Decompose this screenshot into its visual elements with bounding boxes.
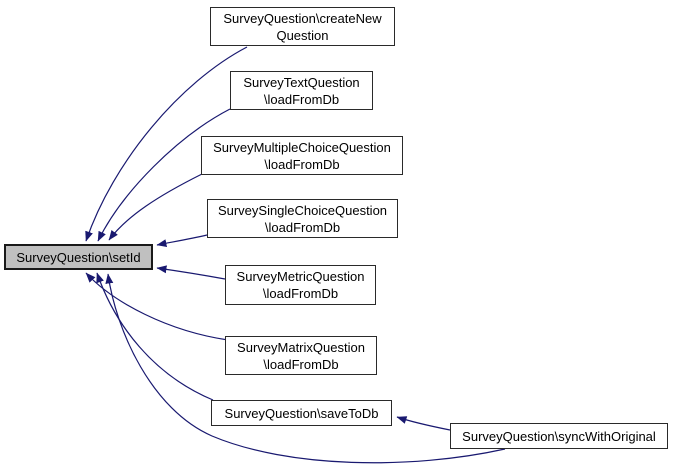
edge-savetodb-to-setid	[96, 272, 214, 401]
node-surveysinglechoicequestion-loadfromdb[interactable]: SurveySingleChoiceQuestion \loadFromDb	[207, 199, 398, 238]
node-surveyquestion-syncwithoriginal[interactable]: SurveyQuestion\syncWithOriginal	[450, 423, 668, 449]
edge-syncwithoriginal-to-setid	[105, 273, 506, 464]
node-surveymultiplechoicequestion-loadfromdb[interactable]: SurveyMultipleChoiceQuestion \loadFromDb	[201, 136, 403, 175]
edge-createnewquestion-to-setid	[85, 46, 248, 242]
node-surveyquestion-createnewquestion[interactable]: SurveyQuestion\createNew Question	[210, 7, 395, 46]
edge-textquestion-loadfromdb-to-setid	[97, 108, 231, 242]
node-surveymetricquestion-loadfromdb[interactable]: SurveyMetricQuestion \loadFromDb	[225, 265, 376, 305]
node-surveyquestion-savetodb[interactable]: SurveyQuestion\saveToDb	[211, 400, 392, 426]
node-surveytextquestion-loadfromdb[interactable]: SurveyTextQuestion \loadFromDb	[230, 71, 373, 110]
edge-multiplechoice-loadfromdb-to-setid	[108, 173, 203, 241]
node-surveyquestion-setid: SurveyQuestion\setId	[4, 244, 153, 270]
edge-singlechoice-loadfromdb-to-setid	[156, 234, 208, 248]
node-surveymatrixquestion-loadfromdb[interactable]: SurveyMatrixQuestion \loadFromDb	[225, 336, 377, 375]
edge-metric-loadfromdb-to-setid	[156, 265, 226, 280]
edge-matrix-loadfromdb-to-setid	[85, 272, 229, 341]
edge-syncwithoriginal-to-savetodb	[396, 416, 451, 431]
